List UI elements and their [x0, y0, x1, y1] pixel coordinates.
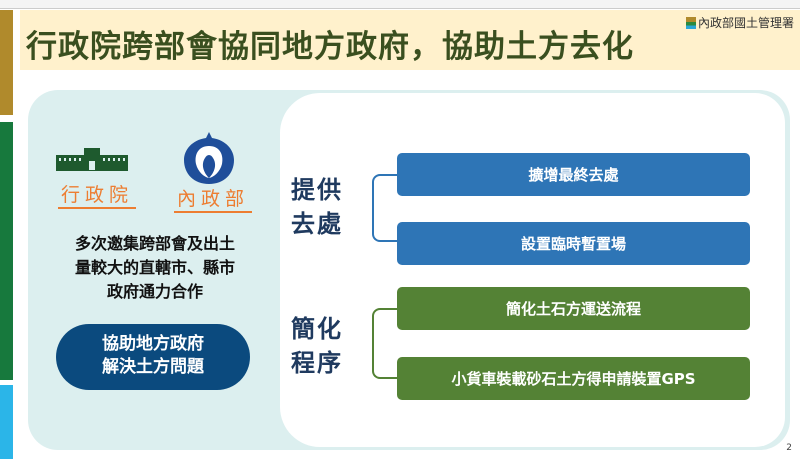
goal-line: 解決土方問題 — [102, 357, 204, 377]
description-line: 多次邀集跨部會及出土 — [74, 234, 235, 253]
page-number: 2 — [786, 443, 792, 453]
category-simplify-process: 簡化程序 — [291, 315, 343, 377]
bracket — [372, 174, 397, 242]
brand-name: 內政部國土管理署 — [697, 16, 794, 30]
cooperation-description: 多次邀集跨部會及出土 量較大的直轄市、縣市 政府通力合作 — [50, 232, 260, 304]
page-title: 行政院跨部會協同地方政府，協助土方去化 — [26, 29, 634, 65]
goal-pill: 協助地方政府 解決土方問題 — [56, 324, 250, 390]
category-provide-sites: 提供去處 — [291, 176, 343, 238]
description-line: 量較大的直轄市、縣市 — [74, 258, 235, 277]
accent-strip-green — [0, 122, 13, 380]
org-label-interior: 內政部 — [174, 184, 253, 213]
item-expand-final-sites: 擴增最終去處 — [397, 153, 750, 196]
executive-yuan-building-icon — [56, 148, 128, 171]
ministry-interior-logo-icon — [184, 132, 234, 184]
goal-line: 協助地方政府 — [102, 334, 204, 354]
brand: 內政部國土管理署 — [685, 14, 794, 31]
item-temporary-storage: 設置臨時暫置場 — [397, 222, 750, 265]
accent-strip-blue — [0, 385, 13, 459]
top-bar — [0, 0, 800, 9]
bracket — [372, 308, 397, 379]
item-gps-small-trucks: 小貨車裝載砂石土方得申請裝置GPS — [397, 357, 750, 400]
item-simplify-transport: 簡化土石方運送流程 — [397, 287, 750, 330]
accent-strip-gold — [0, 10, 13, 115]
header-band: 行政院跨部會協同地方政府，協助土方去化 內政部國土管理署 — [20, 10, 800, 70]
org-label-executive-yuan: 行政院 — [58, 180, 137, 209]
brand-logo-icon — [685, 16, 696, 29]
description-line: 政府通力合作 — [106, 282, 203, 301]
